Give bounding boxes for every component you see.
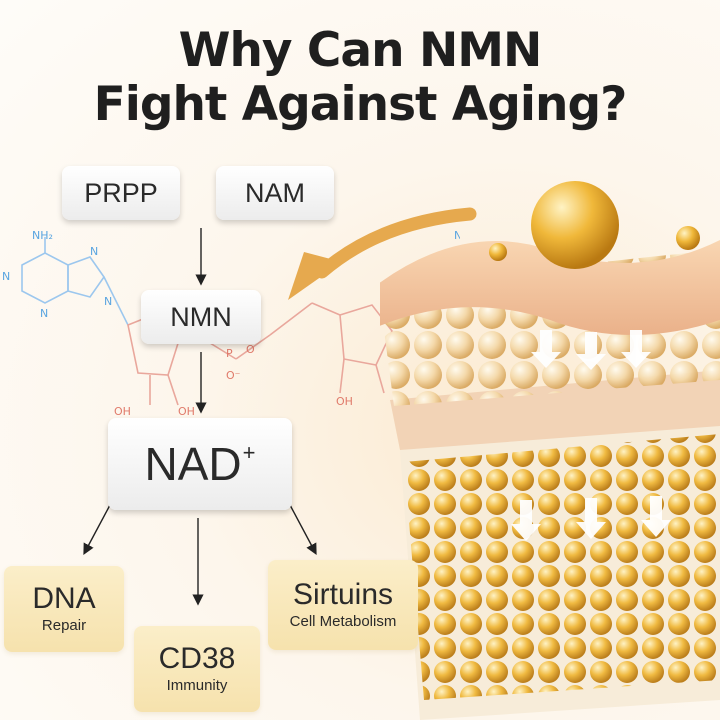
page-title: Why Can NMN Fight Against Aging? xyxy=(0,24,720,132)
title-line-2: Fight Against Aging? xyxy=(93,77,628,132)
phosphate-label: O xyxy=(246,343,255,356)
nitrogen-label: N xyxy=(104,295,112,308)
title-line-1: Why Can NMN xyxy=(178,23,543,78)
cd38-desc: Immunity xyxy=(166,677,228,694)
nitrogen-label: N xyxy=(2,270,10,283)
dna-title: DNA xyxy=(32,582,96,615)
prpp-label: PRPP xyxy=(84,177,158,208)
cd38-title: CD38 xyxy=(158,642,236,675)
hydroxyl-label: OH xyxy=(178,405,195,418)
gold-capsule-icon xyxy=(531,181,619,269)
nad-label: NAD+ xyxy=(144,438,256,490)
skin-layers-illustration xyxy=(380,181,720,720)
prpp-box: PRPP xyxy=(62,166,180,220)
dna-desc: Repair xyxy=(41,617,87,634)
nitrogen-label: N xyxy=(40,307,48,320)
hydroxyl-label: OH xyxy=(114,405,131,418)
nad-box: NAD+ xyxy=(108,418,292,510)
cd38-box: CD38 Immunity xyxy=(134,626,260,712)
phosphate-label: O⁻ xyxy=(226,369,241,382)
hydroxyl-label: OH xyxy=(336,395,353,408)
nitrogen-label: N xyxy=(90,245,98,258)
amine-label: NH₂ xyxy=(32,229,53,242)
dna-box: DNA Repair xyxy=(4,566,124,652)
nad-superscript: + xyxy=(242,440,256,465)
nam-box: NAM xyxy=(216,166,334,220)
sirtuins-desc: Cell Metabolism xyxy=(289,613,397,630)
sirtuins-title: Sirtuins xyxy=(292,578,394,611)
nam-label: NAM xyxy=(245,177,305,208)
nmn-label: NMN xyxy=(170,301,232,332)
sirtuins-box: Sirtuins Cell Metabolism xyxy=(268,560,418,650)
phosphate-label: P xyxy=(226,347,233,360)
nmn-box: NMN xyxy=(141,290,261,344)
